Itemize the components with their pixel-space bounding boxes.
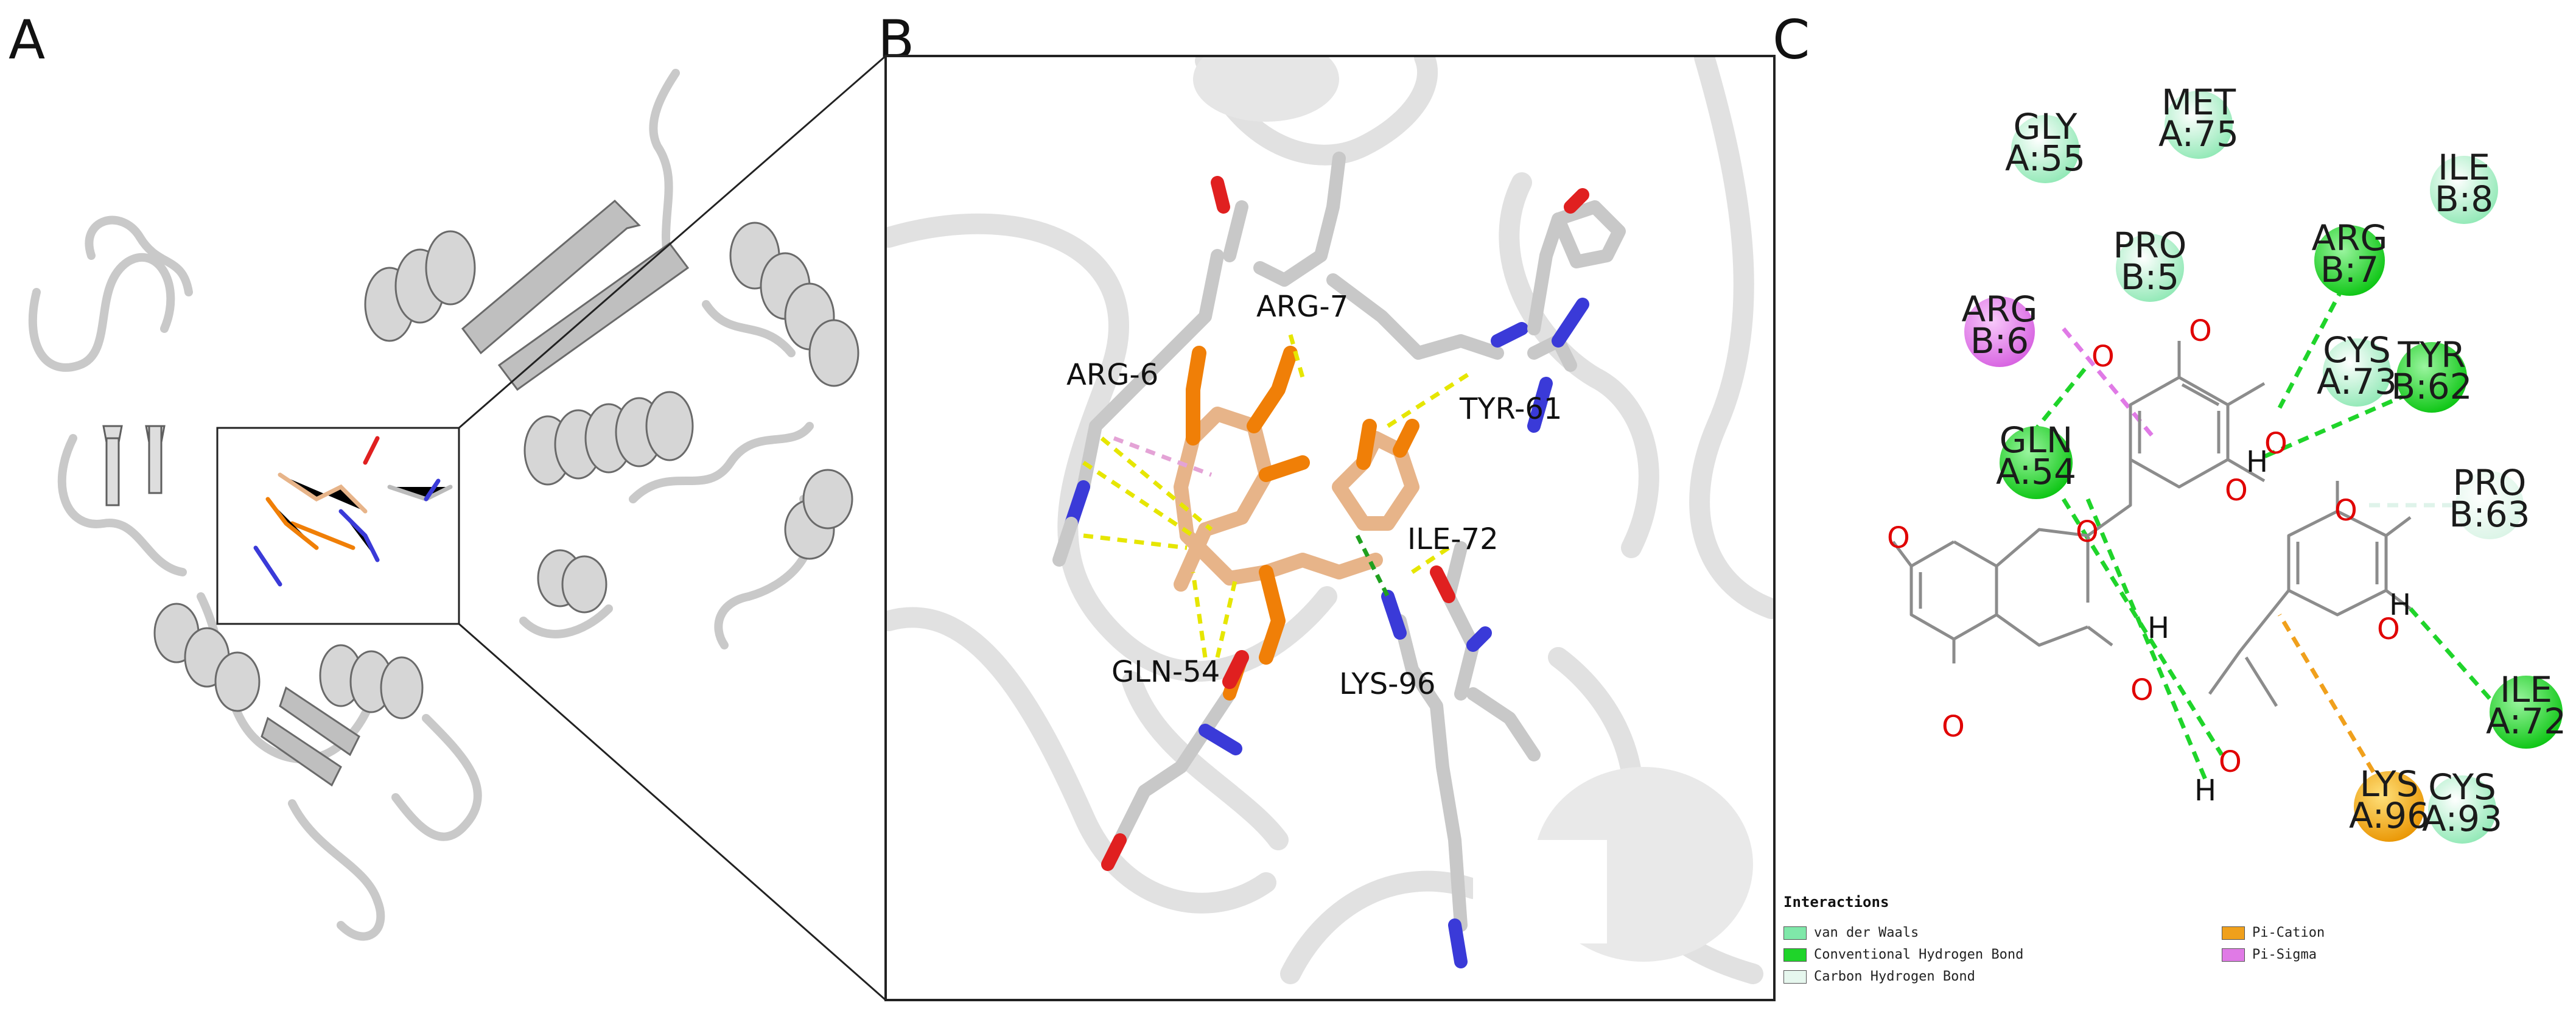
residue-label-arg-7: ARG-7 xyxy=(1256,290,1348,324)
residue-disc-ile-b8 xyxy=(2430,156,2498,224)
residue-disc-ile-a72 xyxy=(2490,676,2563,749)
atom-h-label: H xyxy=(2389,588,2411,622)
residue-name-pro: PRO xyxy=(2113,225,2187,266)
residue-disc-gly-a55 xyxy=(2011,115,2079,183)
legend-item-pi-sigma: Pi-Sigma xyxy=(2222,947,2317,962)
residue-name-pro: PRO xyxy=(2453,462,2527,503)
panel-a-label: A xyxy=(9,9,46,71)
residue-disc-lys-a96 xyxy=(2354,771,2424,842)
residue-id-a93: A:93 xyxy=(2422,798,2502,839)
atom-o-label: O xyxy=(2225,474,2248,508)
residue-disc-arg-b6 xyxy=(1964,296,2035,367)
residue-name-ile: ILE xyxy=(2500,669,2552,710)
legend-swatch xyxy=(1783,948,1807,962)
legend-label: Pi-Sigma xyxy=(2252,947,2317,962)
residue-disc-arg-b7 xyxy=(2314,225,2385,296)
atom-h-label: H xyxy=(2246,445,2268,479)
atom-h-label: H xyxy=(2147,611,2169,645)
residue-label-gln-54: GLN-54 xyxy=(1111,655,1220,689)
residue-name-cys: CYS xyxy=(2323,329,2391,371)
atom-o-label: O xyxy=(1887,521,1910,555)
residue-id-b8: B:8 xyxy=(2435,178,2493,220)
atom-o-label: O xyxy=(2189,314,2212,348)
residue-name-cys: CYS xyxy=(2428,766,2496,808)
atom-o-label: O xyxy=(2334,494,2357,528)
residue-label-tyr-61: TYR-61 xyxy=(1459,392,1562,426)
legend-swatch xyxy=(1783,970,1807,984)
legend-item-carbon-hydrogen-bond: Carbon Hydrogen Bond xyxy=(1783,969,1975,984)
residue-id-b5: B:5 xyxy=(2121,256,2179,298)
residue-label-ile-72: ILE-72 xyxy=(1407,522,1499,556)
residue-name-arg: ARG xyxy=(2312,217,2388,259)
atom-o-label: O xyxy=(2091,340,2115,374)
residue-id-a72: A:72 xyxy=(2486,701,2566,742)
residue-id-a96: A:96 xyxy=(2349,795,2429,836)
residue-id-b6: B:6 xyxy=(1970,320,2029,362)
residue-disc-gln-a54 xyxy=(2000,426,2073,499)
atom-o-label: O xyxy=(2130,673,2154,707)
atom-o-label: O xyxy=(1942,710,1965,744)
panel-c-label: C xyxy=(1773,9,1810,71)
residue-name-lys: LYS xyxy=(2360,763,2419,805)
residue-id-a73: A:73 xyxy=(2317,361,2397,402)
residue-disc-cys-a73 xyxy=(2323,338,2391,407)
legend-label: van der Waals xyxy=(1814,925,1919,940)
atom-o-label: O xyxy=(2264,427,2287,461)
residue-id-a54: A:54 xyxy=(1996,451,2076,492)
legend-label: Pi-Cation xyxy=(2252,925,2325,940)
atom-h-label: H xyxy=(2194,774,2216,808)
interactions-legend: Interactions van der Waals Conventional … xyxy=(1783,894,2563,1003)
residue-name-ile: ILE xyxy=(2438,147,2490,188)
residue-name-gly: GLY xyxy=(2014,106,2078,147)
residue-label-arg-6: ARG-6 xyxy=(1066,358,1158,392)
legend-swatch xyxy=(1783,926,1807,940)
atom-o-label: O xyxy=(2219,745,2242,779)
legend-item-pi-cation: Pi-Cation xyxy=(2222,925,2325,940)
residue-id-a55: A:55 xyxy=(2005,138,2085,179)
residue-label-lys-96: LYS-96 xyxy=(1339,667,1436,701)
residue-name-gln: GLN xyxy=(2000,419,2073,461)
legend-item-van-der-waals: van der Waals xyxy=(1783,925,1919,940)
legend-title: Interactions xyxy=(1783,894,1889,911)
residue-id-a75: A:75 xyxy=(2158,113,2239,155)
legend-label: Conventional Hydrogen Bond xyxy=(1814,947,2024,962)
legend-swatch xyxy=(2222,948,2245,962)
residue-disc-tyr-b62 xyxy=(2396,342,2467,413)
residue-disc-cys-a93 xyxy=(2428,775,2496,844)
residue-disc-met-a75 xyxy=(2165,91,2233,159)
legend-swatch xyxy=(2222,926,2245,940)
legend-item-conventional-hydrogen-bond: Conventional Hydrogen Bond xyxy=(1783,947,2023,962)
residue-id-b63: B:63 xyxy=(2449,494,2530,535)
residue-id-b62: B:62 xyxy=(2391,366,2472,407)
legend-label: Carbon Hydrogen Bond xyxy=(1814,969,1975,984)
residue-disc-pro-b5 xyxy=(2116,234,2184,302)
residue-name-met: MET xyxy=(2161,82,2236,123)
residue-name-tyr: TYR xyxy=(2397,334,2465,376)
atom-o-label: O xyxy=(2076,515,2099,549)
atom-o-label: O xyxy=(2377,612,2400,646)
residue-name-arg: ARG xyxy=(1962,289,2038,330)
residue-disc-pro-b63 xyxy=(2455,471,2524,539)
residue-id-b7: B:7 xyxy=(2320,249,2379,290)
